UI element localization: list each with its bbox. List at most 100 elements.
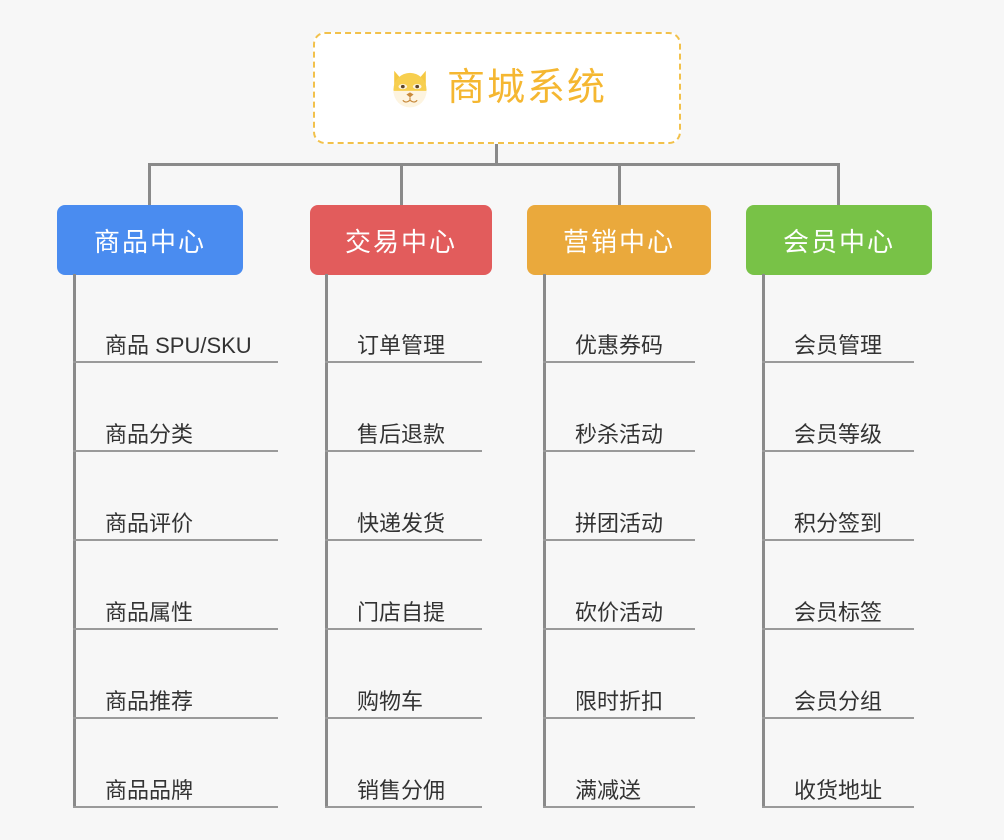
leaf-item-label: 优惠券码 xyxy=(575,332,664,358)
branch-leaves-1: 订单管理售后退款快递发货门店自提购物车销售分佣 xyxy=(325,274,482,808)
leaf-item-underline xyxy=(543,361,695,363)
branch-column-3: 会员管理会员等级积分签到会员标签会员分组收货地址 xyxy=(762,274,914,808)
leaf-item[interactable]: 商品推荐 xyxy=(73,630,278,719)
leaf-item-label: 会员标签 xyxy=(794,599,883,625)
branch-leaves-2: 优惠券码秒杀活动拼团活动砍价活动限时折扣满减送 xyxy=(543,274,695,808)
leaf-item[interactable]: 售后退款 xyxy=(325,363,482,452)
leaf-item-underline xyxy=(543,628,695,630)
leaf-item-label: 门店自提 xyxy=(357,599,446,625)
leaf-item-underline xyxy=(325,450,482,452)
leaf-item[interactable]: 会员分组 xyxy=(762,630,914,719)
category-label-3: 会员中心 xyxy=(782,226,895,257)
connector-root-stem xyxy=(495,144,498,166)
leaf-item-label: 砍价活动 xyxy=(575,599,664,625)
leaf-item-underline xyxy=(762,361,914,363)
page-title: 商城系统 xyxy=(446,67,607,109)
leaf-item[interactable]: 砍价活动 xyxy=(543,541,695,630)
leaf-item[interactable]: 拼团活动 xyxy=(543,452,695,541)
branch-spine-3 xyxy=(762,274,765,808)
leaf-item[interactable]: 会员标签 xyxy=(762,541,914,630)
branch-spine-0 xyxy=(73,274,76,808)
branch-leaves-0: 商品 SPU/SKU 商品分类商品评价商品属性商品推荐商品品牌 xyxy=(73,274,278,808)
category-box-3[interactable]: 会员中心 xyxy=(746,205,932,275)
leaf-item-underline xyxy=(325,717,482,719)
category-label-2: 营销中心 xyxy=(562,226,675,257)
leaf-item-label: 商品品牌 xyxy=(105,777,194,803)
leaf-item-label: 快递发货 xyxy=(357,510,446,536)
leaf-item-label: 会员等级 xyxy=(794,421,883,447)
leaf-item[interactable]: 商品评价 xyxy=(73,452,278,541)
leaf-item[interactable]: 商品分类 xyxy=(73,363,278,452)
connector-drop-3 xyxy=(618,163,621,205)
leaf-item-label: 商品 SPU/SKU xyxy=(105,332,252,358)
leaf-item[interactable]: 满减送 xyxy=(543,719,695,808)
leaf-item-underline xyxy=(73,717,278,719)
branch-column-0: 商品 SPU/SKU 商品分类商品评价商品属性商品推荐商品品牌 xyxy=(73,274,278,808)
leaf-item-label: 售后退款 xyxy=(357,421,446,447)
leaf-item-underline xyxy=(543,717,695,719)
leaf-item-underline xyxy=(325,361,482,363)
category-label-1: 交易中心 xyxy=(344,226,457,257)
leaf-item-label: 销售分佣 xyxy=(357,777,446,803)
branch-spine-2 xyxy=(543,274,546,808)
shiba-dog-emoji xyxy=(393,70,427,108)
leaf-item[interactable]: 秒杀活动 xyxy=(543,363,695,452)
leaf-item[interactable]: 收货地址 xyxy=(762,719,914,808)
leaf-item-label: 拼团活动 xyxy=(575,510,664,536)
leaf-item[interactable]: 销售分佣 xyxy=(325,719,482,808)
leaf-item[interactable]: 积分签到 xyxy=(762,452,914,541)
leaf-item-underline xyxy=(543,806,695,808)
category-label-0: 商品中心 xyxy=(93,226,206,257)
leaf-item[interactable]: 购物车 xyxy=(325,630,482,719)
leaf-item[interactable]: 优惠券码 xyxy=(543,274,695,363)
leaf-item-underline xyxy=(762,628,914,630)
connector-drop-4 xyxy=(837,163,840,205)
leaf-item[interactable]: 会员管理 xyxy=(762,274,914,363)
connector-drop-2 xyxy=(400,163,403,205)
leaf-item-underline xyxy=(543,539,695,541)
leaf-item-label: 秒杀活动 xyxy=(575,421,664,447)
leaf-item[interactable]: 快递发货 xyxy=(325,452,482,541)
leaf-item[interactable]: 限时折扣 xyxy=(543,630,695,719)
leaf-item-label: 满减送 xyxy=(575,777,642,803)
leaf-item-label: 会员管理 xyxy=(794,332,883,358)
leaf-item-label: 商品推荐 xyxy=(105,688,194,714)
leaf-item-underline xyxy=(762,539,914,541)
leaf-item[interactable]: 商品品牌 xyxy=(73,719,278,808)
category-box-0[interactable]: 商品中心 xyxy=(57,205,243,275)
connector-bus xyxy=(148,163,840,166)
leaf-item-underline xyxy=(73,450,278,452)
leaf-item[interactable]: 商品 SPU/SKU xyxy=(73,274,278,363)
leaf-item-label: 购物车 xyxy=(357,688,424,714)
leaf-item-label: 商品属性 xyxy=(105,599,194,625)
leaf-item-underline xyxy=(325,628,482,630)
leaf-item-label: 订单管理 xyxy=(357,332,446,358)
leaf-item[interactable]: 会员等级 xyxy=(762,363,914,452)
branch-leaves-3: 会员管理会员等级积分签到会员标签会员分组收货地址 xyxy=(762,274,914,808)
leaf-item-underline xyxy=(73,539,278,541)
branch-column-2: 优惠券码秒杀活动拼团活动砍价活动限时折扣满减送 xyxy=(543,274,695,808)
leaf-item-label: 限时折扣 xyxy=(575,688,664,714)
leaf-item-underline xyxy=(73,806,278,808)
leaf-item-label: 会员分组 xyxy=(794,688,883,714)
branch-spine-1 xyxy=(325,274,328,808)
leaf-item[interactable]: 门店自提 xyxy=(325,541,482,630)
leaf-item-underline xyxy=(762,717,914,719)
root-node[interactable]: 商城系统 xyxy=(313,32,681,144)
branch-column-1: 订单管理售后退款快递发货门店自提购物车销售分佣 xyxy=(325,274,482,808)
category-box-2[interactable]: 营销中心 xyxy=(527,205,711,275)
leaf-item-label: 商品评价 xyxy=(105,510,194,536)
leaf-item-underline xyxy=(73,361,278,363)
leaf-item-underline xyxy=(325,806,482,808)
leaf-item-label: 积分签到 xyxy=(794,510,883,536)
leaf-item[interactable]: 订单管理 xyxy=(325,274,482,363)
leaf-item-underline xyxy=(762,450,914,452)
leaf-item-underline xyxy=(762,806,914,808)
leaf-item-underline xyxy=(325,539,482,541)
leaf-item-label: 收货地址 xyxy=(794,777,883,803)
category-box-1[interactable]: 交易中心 xyxy=(310,205,492,275)
leaf-item[interactable]: 商品属性 xyxy=(73,541,278,630)
connector-drop-1 xyxy=(148,163,151,205)
leaf-item-underline xyxy=(543,450,695,452)
